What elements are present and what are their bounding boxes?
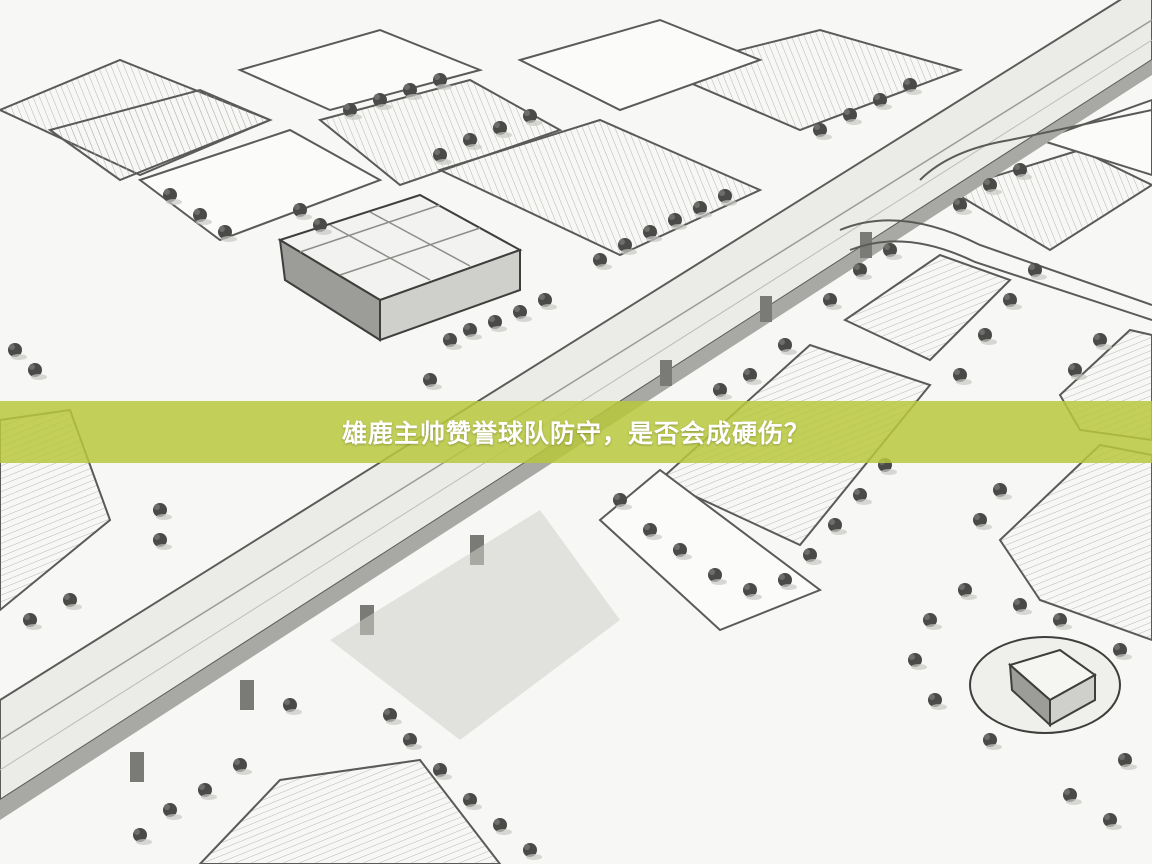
roundabout-building <box>969 636 1121 734</box>
warehouse-building <box>277 193 523 342</box>
field-blocks-upper <box>0 18 1152 257</box>
curved-ramp <box>839 109 1152 321</box>
headline-banner: 雄鹿主帅赞誉球队防守，是否会成硬伤？ <box>0 401 1152 463</box>
headline-title: 雄鹿主帅赞誉球队防守，是否会成硬伤？ <box>341 419 810 448</box>
